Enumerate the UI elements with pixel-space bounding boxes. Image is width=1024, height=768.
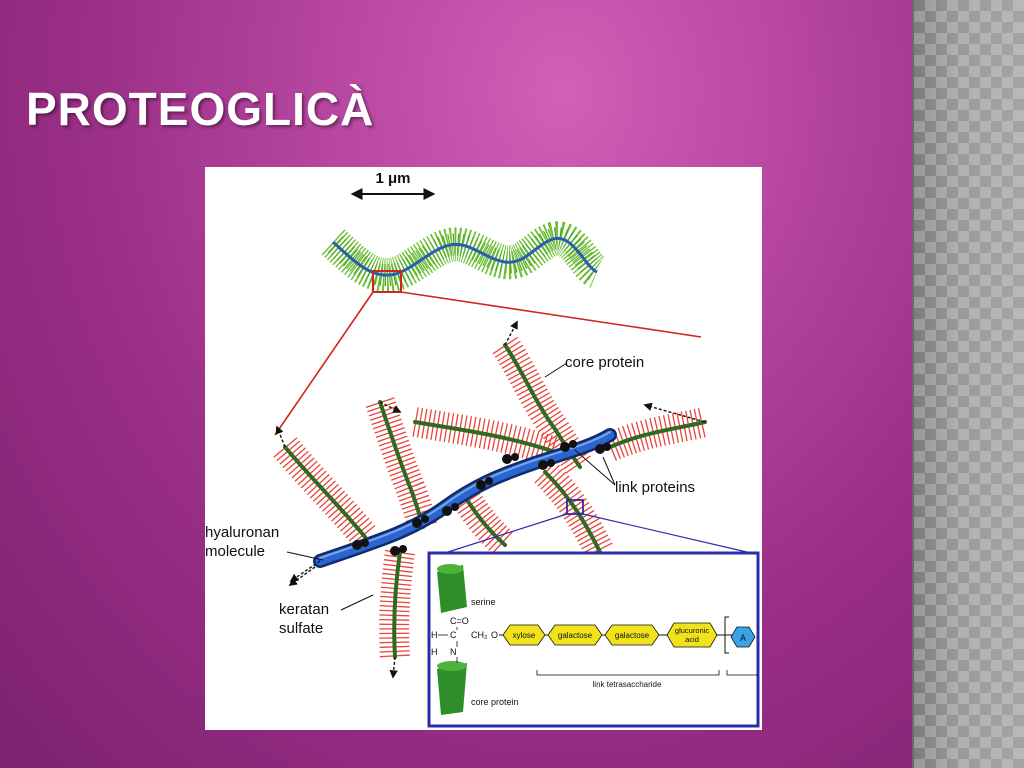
proteoglycan-diagram: 1 μm bbox=[205, 170, 760, 728]
slide-title: PROTEOGLICÀ bbox=[26, 83, 375, 135]
svg-text:galactose: galactose bbox=[558, 631, 593, 640]
hyaluronan-molecule bbox=[289, 428, 617, 582]
inset-link-tetrasaccharide: link tetrasaccharide bbox=[593, 680, 662, 689]
label-hyaluronan-line2: molecule bbox=[205, 543, 265, 560]
aggregate-overview bbox=[321, 221, 607, 293]
zoom-line-blue-left bbox=[444, 513, 568, 554]
label-core-protein: core protein bbox=[565, 354, 644, 371]
callout-labels: core protein link proteins hyaluronan mo… bbox=[205, 354, 695, 637]
inset-ch2: CH₂ bbox=[471, 630, 488, 640]
inset-sugar-galactose-2: galactose bbox=[604, 624, 660, 646]
inset-sugar-galactose-1: galactose bbox=[547, 624, 603, 646]
label-keratan-line2: sulfate bbox=[279, 620, 323, 637]
label-link-proteins: link proteins bbox=[615, 479, 695, 496]
inset-c-center: C bbox=[450, 630, 457, 640]
zoom-line-blue-right bbox=[582, 513, 752, 554]
label-hyaluronan-line1: hyaluronan bbox=[205, 524, 279, 541]
inset-core-protein: core protein bbox=[471, 697, 519, 707]
svg-text:glucuronic: glucuronic bbox=[675, 626, 709, 635]
svg-text:galactose: galactose bbox=[615, 631, 650, 640]
inset-carbonyl: C=O bbox=[450, 616, 469, 626]
decorative-side-strip bbox=[912, 0, 1024, 768]
zoom-line-left bbox=[274, 291, 374, 436]
zoom-box-blue bbox=[566, 499, 584, 515]
inset-n-label: N bbox=[450, 647, 457, 657]
inset-h-n: H bbox=[431, 647, 438, 657]
svg-text:acid: acid bbox=[685, 635, 699, 644]
scale-label: 1 μm bbox=[375, 170, 410, 187]
inset-o-link: O bbox=[491, 630, 498, 640]
inset-sugar-glucuronic-acid: glucuronic acid bbox=[666, 622, 718, 648]
scale-bar: 1 μm bbox=[350, 170, 436, 200]
svg-text:xylose: xylose bbox=[513, 631, 536, 640]
inset-hex-a: A bbox=[730, 626, 756, 648]
inset-serine: serine bbox=[471, 597, 496, 607]
inset-sugar-xylose: xylose bbox=[502, 624, 546, 646]
zoom-box-red bbox=[372, 270, 402, 293]
linkage-inset: serine C=O H C CH₂ O H N core protein xy… bbox=[427, 551, 760, 728]
label-keratan-line1: keratan bbox=[279, 601, 329, 618]
inset-h-left: H bbox=[431, 630, 438, 640]
zoom-line-right bbox=[400, 291, 702, 338]
svg-text:A: A bbox=[740, 633, 746, 643]
proteoglycan-figure: 1 μm bbox=[205, 167, 762, 730]
